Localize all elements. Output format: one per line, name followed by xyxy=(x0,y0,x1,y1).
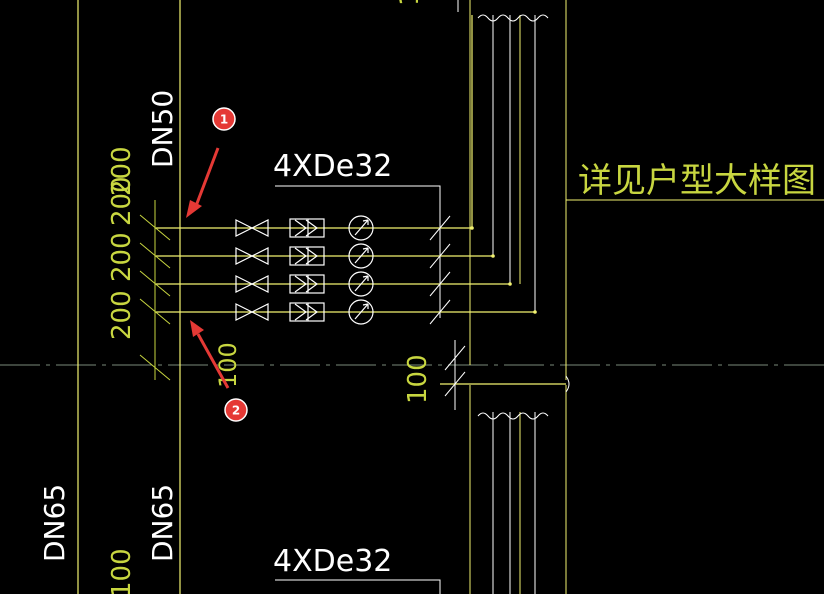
valve-column xyxy=(235,219,269,321)
dimension-ticks-left xyxy=(139,200,171,381)
meter-column xyxy=(348,215,374,325)
dim-200: 200 xyxy=(107,176,137,226)
callout-number: 1 xyxy=(220,113,228,127)
annotation-arrow-2 xyxy=(190,320,230,389)
pipe-joint xyxy=(508,282,512,286)
detail-note: 详见户型大样图 xyxy=(578,161,816,201)
break-ticks-right xyxy=(429,215,466,410)
water-meter-icon xyxy=(348,243,374,269)
gate-valve-icon xyxy=(235,303,269,321)
dim-100-top: 100 xyxy=(395,0,425,6)
dim-200: 200 xyxy=(107,290,137,340)
label-dn65-right: DN65 xyxy=(146,484,179,562)
y-filter-icon xyxy=(289,246,325,266)
gate-valve-icon xyxy=(235,275,269,293)
label-dn50: DN50 xyxy=(146,90,179,168)
dim-200: 200 xyxy=(107,146,137,196)
gate-valve-icon xyxy=(235,247,269,265)
pipe-joint xyxy=(491,254,495,258)
y-filter-icon xyxy=(289,302,325,322)
filter-column xyxy=(289,218,325,322)
callout-number: 2 xyxy=(232,404,240,418)
water-meter-icon xyxy=(348,215,374,241)
pipe-label-leader xyxy=(275,579,441,594)
pipe-joint xyxy=(470,226,474,230)
y-filter-icon xyxy=(289,218,325,238)
pipe-spec-bottom: 4XDe32 xyxy=(273,544,392,579)
water-meter-icon xyxy=(348,271,374,297)
break-symbol xyxy=(477,412,549,420)
pipe-bend xyxy=(565,375,570,393)
dim-100-bottom: 100 xyxy=(107,548,137,594)
pipe-spec-top: 4XDe32 xyxy=(273,149,392,184)
pipe-joint xyxy=(533,310,537,314)
branch-pipes xyxy=(155,15,570,393)
dim-100-vertical: 100 xyxy=(403,354,433,404)
dim-200: 200 xyxy=(107,232,137,282)
dim-100-lower: 100 xyxy=(214,342,242,388)
annotation-arrow-1 xyxy=(186,147,220,218)
break-symbol xyxy=(477,14,549,22)
label-dn65-left: DN65 xyxy=(38,484,71,562)
gate-valve-icon xyxy=(235,219,269,237)
callout-marker-1[interactable]: 1 xyxy=(212,107,236,131)
water-meter-icon xyxy=(348,299,374,325)
pipe-label-leader xyxy=(275,185,441,318)
callout-marker-2[interactable]: 2 xyxy=(224,398,248,422)
y-filter-icon xyxy=(289,274,325,294)
